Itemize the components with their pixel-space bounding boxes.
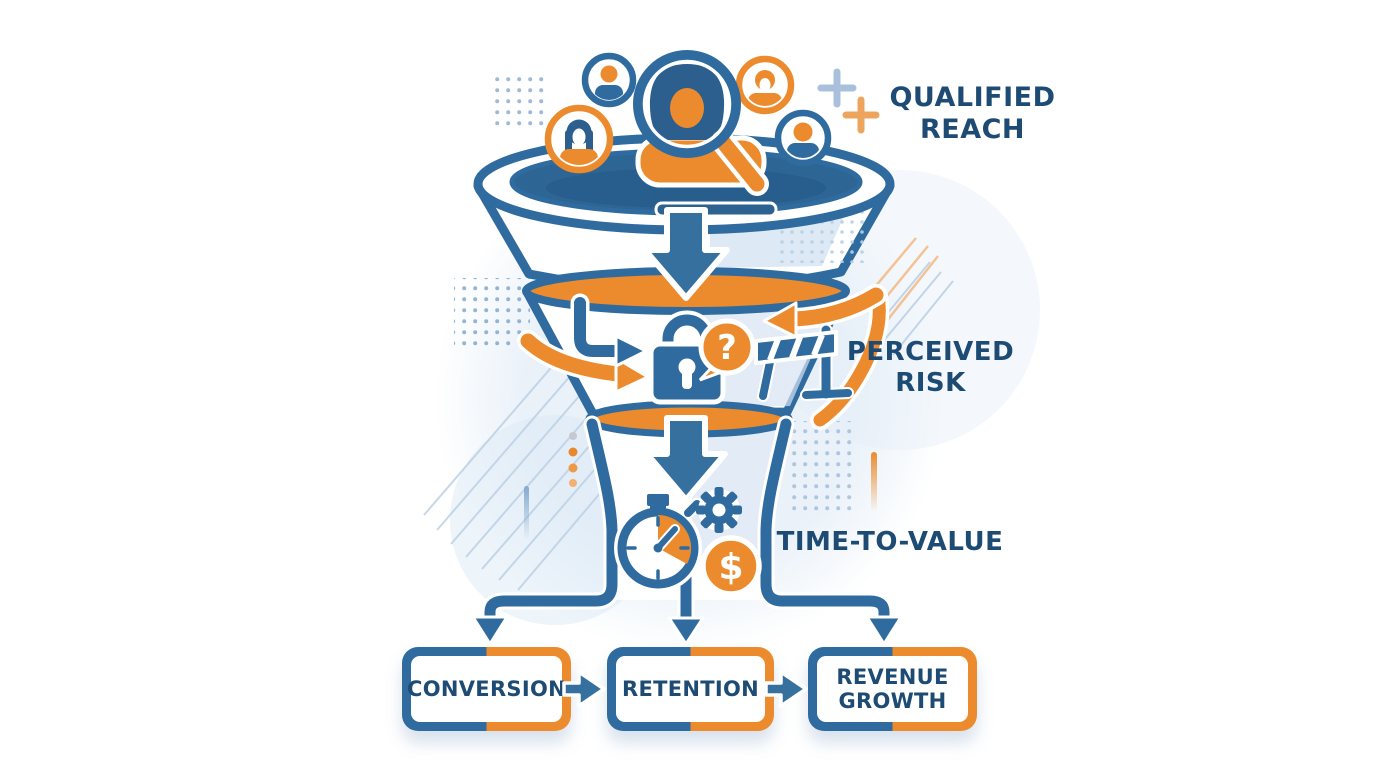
outcome-box-conversion: CONVERSION [402,647,571,731]
question-mark-glyph: ? [717,328,737,368]
dollar-sign-glyph: $ [718,547,743,588]
plus-sign-orange-icon [842,96,880,134]
magnifier-ring [633,50,741,158]
stage-label-qualified-reach: QUALIFIED REACH [889,82,1056,146]
arrow-retention-to-revenue-icon [764,670,808,708]
outcome-box-retention-label: RETENTION [616,656,765,722]
dot-grid-top-left [490,74,548,132]
connector-lines [471,415,903,646]
outcome-box-revenue-growth-label: REVENUE GROWTH [817,656,968,722]
question-bubble-icon: ? [698,318,756,382]
stage-label-time-to-value: TIME-TO-VALUE [776,527,1004,557]
central-avatar-face [670,88,704,128]
dollar-coin-icon: $ [700,535,762,597]
bent-arrow-icon [570,293,648,368]
plus-sign-blue-icon [817,68,857,108]
avatar-right [774,109,832,167]
outcome-box-retention: RETENTION [607,647,774,731]
dot-column [568,432,578,487]
arrow-conversion-to-retention-icon [562,670,606,708]
dot-grid-right-lower [786,421,852,513]
stopwatch-icon [614,490,704,592]
avatar-top-right [735,55,795,115]
central-avatar-with-magnifier [633,50,769,196]
gear-icon [696,487,742,533]
avatar-top-left [581,52,637,108]
dot-grid-left [454,278,530,348]
barrier-icon [754,323,854,402]
outcome-box-revenue-growth: REVENUE GROWTH [808,647,977,731]
down-arrow-top-icon [642,201,778,301]
avatar-left [544,104,614,174]
accent-dash-blue [524,486,529,540]
down-arrow-middle-icon [644,415,728,503]
accent-dash-orange [871,452,877,512]
outcome-box-conversion-label: CONVERSION [407,656,566,722]
stage-label-perceived-risk: PERCEIVED RISK [846,337,1015,399]
magnifier-handle [715,134,765,192]
ribbon-arrow-left-icon [517,330,650,394]
ribbon-arrow-right-icon [762,284,890,430]
